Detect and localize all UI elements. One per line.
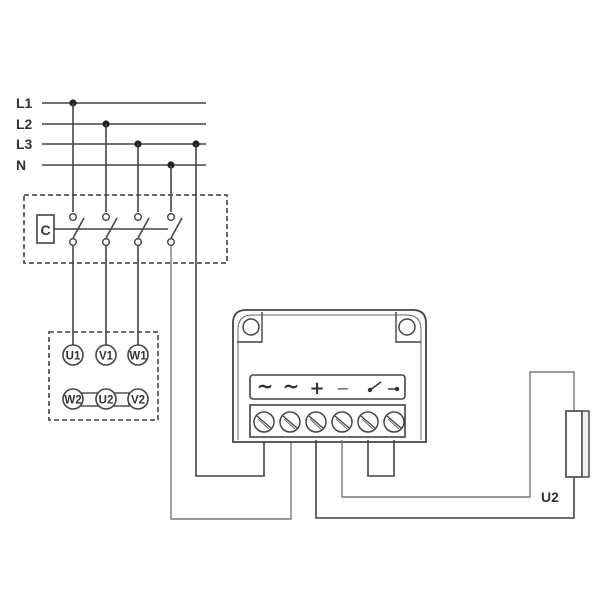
mounting-hole-left (242, 318, 260, 336)
contactor-boundary (23, 194, 228, 264)
switch-bridge-wire (367, 440, 395, 477)
rectifier-supply-wires (170, 144, 292, 520)
line-label-l2: L2 (16, 116, 33, 132)
terminal-label-v1: V1 (99, 351, 114, 363)
terminal-w2 (62, 388, 84, 410)
screw-terminal-block (249, 404, 406, 438)
brake-coil: U2 (541, 410, 590, 505)
symbol-plus: + (309, 378, 324, 399)
screw-terminals (253, 411, 405, 433)
wire-l3-to-rectifier (195, 144, 265, 477)
screw-terminal-1 (253, 411, 275, 433)
brake-coil-body (565, 410, 583, 478)
symbol-ac-2: ~ (283, 374, 300, 398)
mounting-hole-right (398, 318, 416, 336)
screw-terminal-2 (279, 411, 301, 433)
contactor-label: C (40, 222, 50, 238)
rectifier-inner-edge (237, 314, 422, 440)
screw-terminal-3 (305, 411, 327, 433)
line-label-l1: L1 (16, 95, 33, 111)
brake-coil-plate (581, 410, 590, 478)
wire-plus-to-coil (315, 440, 575, 519)
terminal-label-w2: W2 (64, 395, 81, 407)
brake-coil-label: U2 (541, 489, 559, 505)
motor-terminal-boundary (48, 331, 159, 421)
terminal-label-w1: W1 (129, 351, 147, 363)
terminal-w1 (127, 344, 149, 366)
contactor: C (23, 194, 228, 264)
screw-terminal-4 (331, 411, 353, 433)
line-label-n: N (16, 157, 26, 173)
line-label-l3: L3 (16, 136, 33, 152)
wire-n-to-rectifier (170, 246, 292, 520)
terminal-label-u2: U2 (99, 395, 114, 407)
symbol-ac-1: ~ (257, 374, 274, 398)
terminal-u2 (95, 388, 117, 410)
motor-feed-wires (72, 246, 139, 345)
screw-terminal-6 (383, 411, 405, 433)
drop-wires (72, 103, 172, 212)
wire-minus-to-coil (341, 371, 575, 498)
terminal-label-strip (249, 374, 406, 400)
terminal-label-u1: U1 (66, 351, 81, 363)
contact-poles (68, 212, 183, 246)
terminal-u1 (62, 344, 84, 366)
motor-terminal-box: U1 V1 W1 W2 U2 V2 (48, 331, 159, 421)
switch-symbol-icon (367, 381, 400, 393)
terminal-v1 (95, 344, 117, 366)
supply-bus: L1 L2 L3 N (16, 95, 206, 173)
terminal-label-v2: V2 (131, 395, 145, 407)
terminal-v2 (127, 388, 149, 410)
brake-rectifier: ~ ~ + − (232, 309, 427, 443)
screw-terminal-5 (357, 411, 379, 433)
symbol-minus: − (336, 379, 349, 398)
rectifier-output-wires (315, 371, 575, 519)
